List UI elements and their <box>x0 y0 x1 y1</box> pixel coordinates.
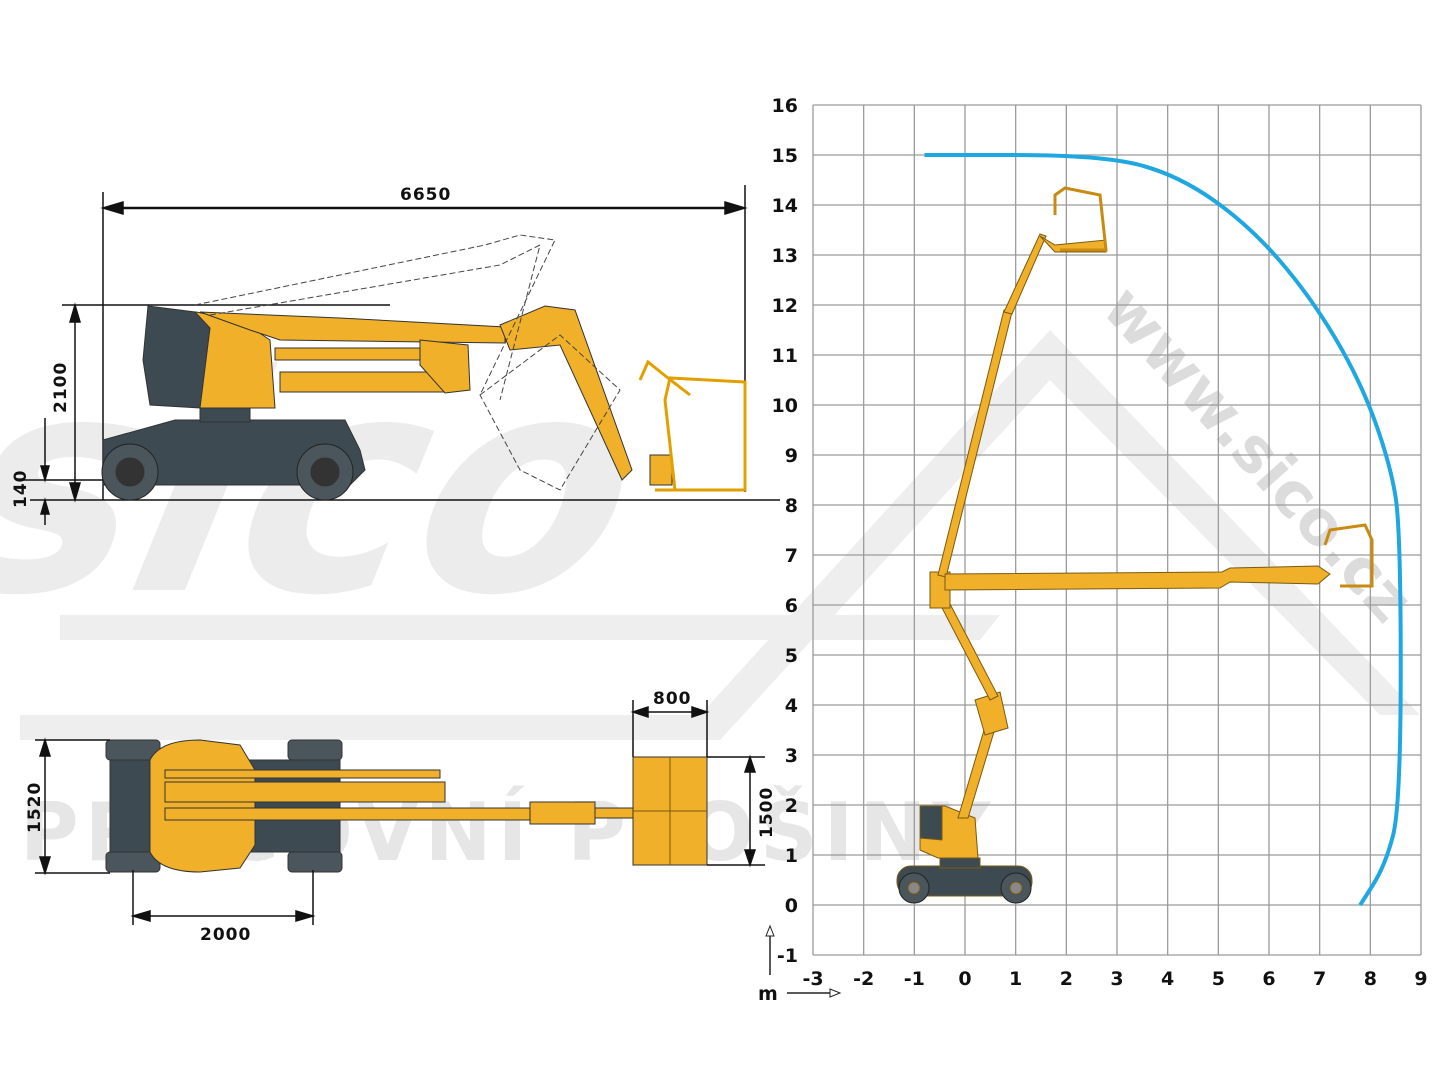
x-tick-label: 5 <box>1212 968 1225 990</box>
unit-arrows: m <box>758 924 842 1005</box>
y-tick-label: 9 <box>785 445 798 467</box>
x-tick-label: 1 <box>1009 968 1022 990</box>
x-tick-label: 0 <box>958 968 971 990</box>
x-tick-label: 9 <box>1414 968 1427 990</box>
x-tick-label: 6 <box>1262 968 1275 990</box>
reach-grid <box>812 104 1422 956</box>
top-view-dimensions <box>35 700 765 925</box>
unit-label: m <box>758 983 778 1005</box>
x-tick-label: -3 <box>802 968 823 990</box>
y-tick-label: 13 <box>772 245 798 267</box>
x-tick-label: 3 <box>1110 968 1123 990</box>
x-tick-label: 7 <box>1313 968 1326 990</box>
dim-ground-clearance: 140 <box>11 470 31 509</box>
y-tick-label: 6 <box>785 595 798 617</box>
x-axis-ticks: -3 -2 -1 0 1 2 3 4 5 6 7 8 9 <box>802 968 1427 990</box>
y-tick-label: -1 <box>777 945 798 967</box>
dim-top-width: 1520 <box>25 782 45 833</box>
x-tick-label: 2 <box>1060 968 1073 990</box>
y-tick-label: 15 <box>772 145 798 167</box>
reach-envelope-curve <box>924 152 1403 907</box>
y-tick-label: 2 <box>785 795 798 817</box>
x-tick-label: -2 <box>853 968 874 990</box>
y-tick-label: 7 <box>785 545 798 567</box>
y-tick-label: 4 <box>785 695 798 717</box>
dim-basket-length: 800 <box>653 689 692 709</box>
machine-reach-view <box>896 186 1374 904</box>
x-tick-label: 8 <box>1364 968 1377 990</box>
y-tick-label: 8 <box>785 495 798 517</box>
dim-wheelbase: 2000 <box>200 925 251 945</box>
x-tick-label: -1 <box>904 968 925 990</box>
y-tick-label: 10 <box>772 395 798 417</box>
y-tick-label: 0 <box>785 895 798 917</box>
side-view-dimensions <box>22 185 780 525</box>
machine-top-view <box>105 739 708 873</box>
machine-side-view <box>101 234 747 501</box>
y-tick-label: 12 <box>772 295 798 317</box>
dim-basket-width: 1500 <box>757 787 777 838</box>
dim-overall-length: 6650 <box>400 185 451 205</box>
dim-stowed-height: 2100 <box>51 362 71 413</box>
y-tick-label: 1 <box>785 845 798 867</box>
y-tick-label: 11 <box>772 345 798 367</box>
y-tick-label: 14 <box>772 195 798 217</box>
y-tick-label: 5 <box>785 645 798 667</box>
y-tick-label: 3 <box>785 745 798 767</box>
y-tick-label: 16 <box>772 95 798 117</box>
x-tick-label: 4 <box>1161 968 1174 990</box>
